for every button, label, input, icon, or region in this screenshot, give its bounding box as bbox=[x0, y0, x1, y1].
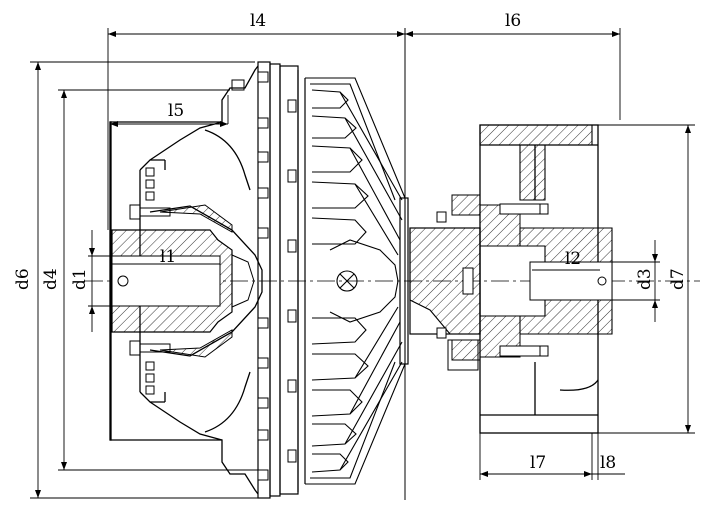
right-hub-section bbox=[409, 124, 613, 361]
spacer-disc bbox=[399, 197, 409, 365]
dimension-lines bbox=[30, 28, 695, 499]
left-hub-section bbox=[111, 204, 263, 358]
left-bolts bbox=[129, 79, 245, 395]
dim-l2-label: l2 bbox=[565, 249, 581, 269]
dim-d7-label: d7 bbox=[668, 268, 688, 290]
right-bolts bbox=[436, 203, 549, 371]
dim-l6-label: l6 bbox=[505, 11, 521, 31]
dim-d6-label: d6 bbox=[13, 268, 33, 290]
flange-bolt-heads bbox=[257, 71, 297, 481]
dim-d1-label: d1 bbox=[70, 268, 90, 290]
bolt-flange bbox=[257, 61, 306, 499]
dim-l7-label: l7 bbox=[530, 453, 546, 473]
dim-l8-label: l8 bbox=[600, 453, 616, 473]
dim-l1-label: l1 bbox=[160, 247, 176, 267]
dim-l5-label: l5 bbox=[168, 101, 184, 121]
dim-l4-label: l4 bbox=[250, 11, 266, 31]
dim-d3-label: d3 bbox=[635, 268, 655, 290]
dim-d4-label: d4 bbox=[41, 268, 61, 290]
